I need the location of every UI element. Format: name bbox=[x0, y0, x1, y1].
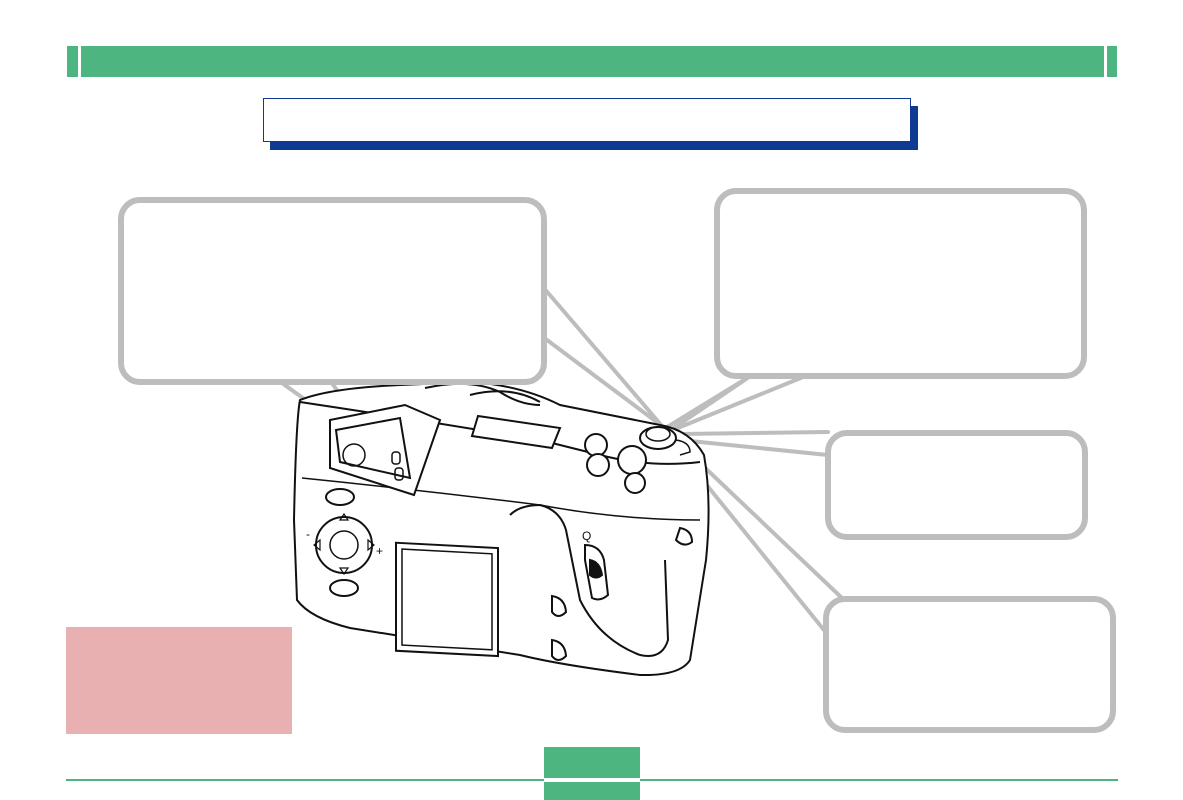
leader-middle-right-b bbox=[678, 438, 830, 457]
leader-top-right bbox=[662, 373, 810, 434]
callout-middle-right bbox=[825, 430, 1088, 540]
header-divider-left bbox=[78, 46, 81, 77]
minus-mark: - bbox=[306, 527, 310, 541]
header-bar bbox=[67, 46, 1117, 77]
section-title bbox=[263, 98, 911, 142]
header-divider-right bbox=[1104, 46, 1107, 77]
camera-body bbox=[292, 380, 710, 677]
callout-bottom-right bbox=[823, 596, 1116, 733]
page-number-tab bbox=[544, 747, 640, 800]
page-tab-divider bbox=[544, 778, 640, 782]
note-box bbox=[66, 627, 292, 734]
mode-dial-mark: Q bbox=[582, 529, 591, 543]
camera-marks: Q + - bbox=[306, 527, 591, 558]
leader-middle-right-a bbox=[678, 430, 830, 436]
callout-top-left bbox=[118, 197, 547, 385]
plus-mark: + bbox=[376, 544, 383, 558]
callout-top-right bbox=[714, 188, 1087, 379]
